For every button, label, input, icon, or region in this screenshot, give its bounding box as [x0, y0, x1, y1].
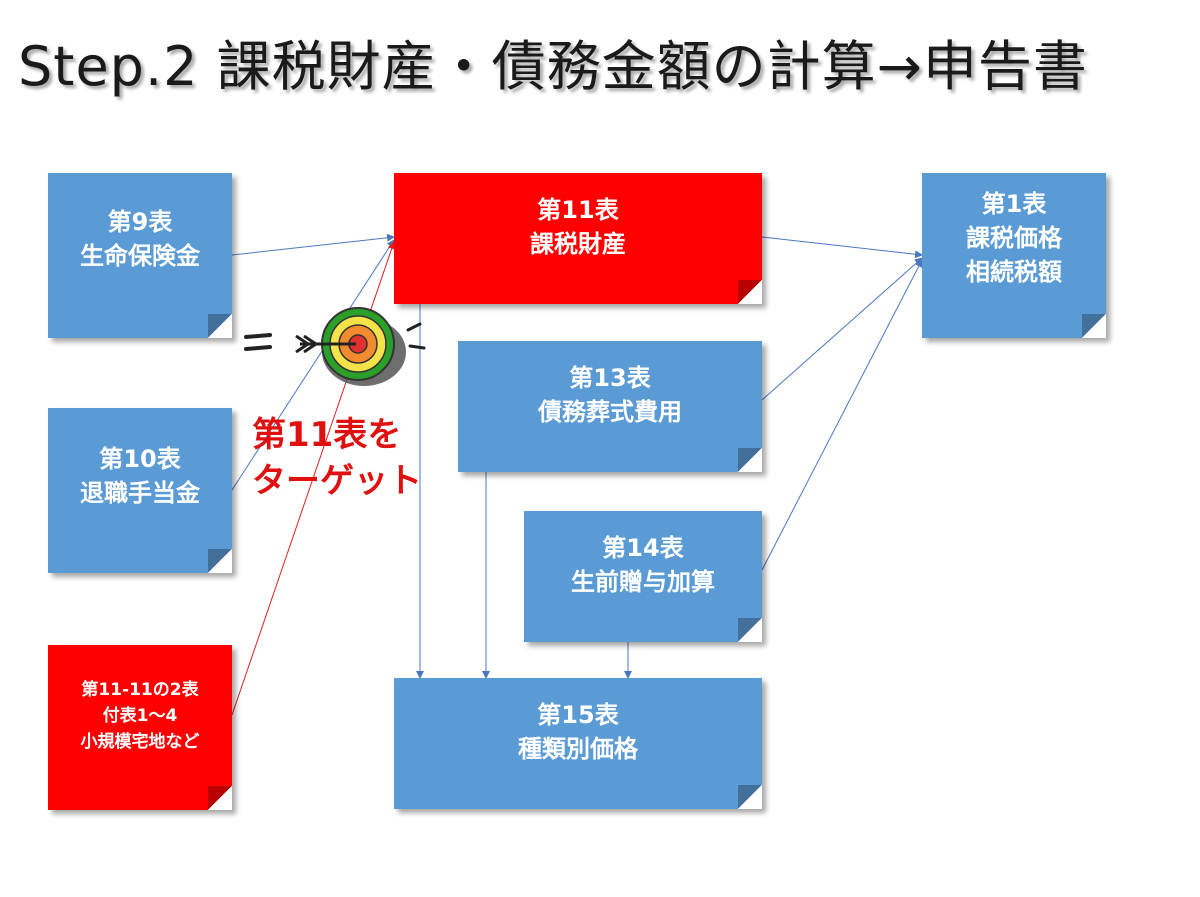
- box-t1-label: 課税価格: [966, 224, 1062, 252]
- arrow-t14-to-t1: [761, 259, 923, 571]
- box-t9-number: 第9表: [107, 208, 173, 236]
- box-t11-label: 課税財産: [530, 230, 626, 258]
- page-title: Step.2 課税財産・債務金額の計算→申告書: [18, 35, 1088, 98]
- box-t15-number: 第15表: [537, 701, 619, 729]
- callout-line2: ターゲット: [252, 461, 422, 501]
- page-fold-icon: [738, 280, 762, 304]
- page-fold-icon: [738, 448, 762, 472]
- box-t15-label: 種類別価格: [518, 735, 638, 763]
- page-fold-icon: [208, 786, 232, 810]
- target-with-arrow-icon: [244, 307, 426, 386]
- box-t14-label: 生前贈与加算: [571, 568, 715, 596]
- box-t1-number: 第1表: [981, 190, 1047, 218]
- page-fold-icon: [738, 618, 762, 642]
- box-t11: 第11表 課税財産: [394, 173, 762, 304]
- page-fold-icon: [208, 314, 232, 338]
- box-t11-number: 第11表: [537, 196, 619, 224]
- arrow-t9-to-t11: [231, 233, 395, 256]
- box-t14: 第14表 生前贈与加算: [524, 511, 762, 642]
- page-fold-icon: [208, 549, 232, 573]
- page-fold-icon: [738, 785, 762, 809]
- box-t10-number: 第10表: [99, 445, 181, 473]
- box-t13-number: 第13表: [569, 364, 651, 392]
- box-t10-label: 退職手当金: [80, 479, 200, 507]
- box-t9-label: 生命保険金: [80, 242, 200, 270]
- target-callout: 第11表を ターゲット: [252, 412, 422, 504]
- box-t9: 第9表 生命保険金: [48, 173, 232, 338]
- arrow-t11-to-t1: [761, 236, 923, 259]
- box-t11-11-number: 第11-11の2表: [81, 680, 199, 700]
- box-t11-11: 第11-11の2表 付表1～4 小規模宅地など: [48, 645, 232, 810]
- box-t13-label: 債務葬式費用: [538, 398, 682, 426]
- box-t11-11-label: 付表1～4: [102, 706, 178, 726]
- page-fold-icon: [1082, 314, 1106, 338]
- arrow-t10-to-t11: [231, 239, 395, 491]
- box-t1: 第1表 課税価格 相続税額: [922, 173, 1106, 338]
- box-t15: 第15表 種類別価格: [394, 678, 762, 809]
- arrow-t13-to-t1: [761, 257, 923, 401]
- box-t14-number: 第14表: [602, 534, 684, 562]
- box-t11-11-label2: 小規模宅地など: [80, 732, 200, 752]
- box-t10: 第10表 退職手当金: [48, 408, 232, 573]
- callout-line1: 第11表を: [252, 415, 402, 455]
- box-t1-label2: 相続税額: [966, 258, 1062, 286]
- box-t13: 第13表 債務葬式費用: [458, 341, 762, 472]
